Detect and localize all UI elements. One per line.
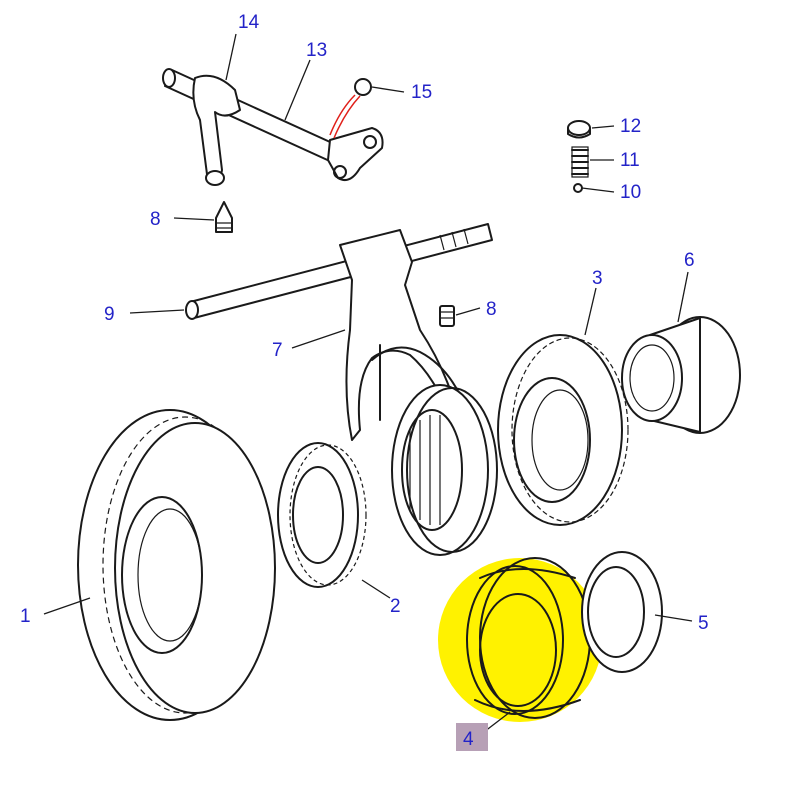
callout-14[interactable]: 14 [238,12,260,33]
selector-fork-assembly[interactable] [185,223,493,441]
gear-part-3[interactable] [497,334,629,526]
set-screw-lower[interactable] [439,305,455,327]
selected-label-highlight [456,723,488,751]
large-gear-part-1[interactable] [77,409,276,721]
highlighted-bearing-part-4[interactable] [438,557,602,722]
callout-3[interactable]: 3 [592,268,603,289]
leader-lines [43,33,693,736]
callout-7[interactable]: 7 [272,340,283,361]
seal-ring-part-5[interactable] [581,551,663,673]
shift-rod-assembly[interactable] [162,68,384,186]
bearing-race-part-6[interactable] [621,316,741,434]
callout-9[interactable]: 9 [104,304,115,325]
callout-8-upper[interactable]: 8 [150,209,161,230]
callout-10[interactable]: 10 [620,182,641,203]
callout-13[interactable]: 13 [306,40,327,61]
synchro-assembly-part-2[interactable] [277,384,498,588]
circlip-part-15[interactable] [354,78,372,96]
callout-1[interactable]: 1 [20,606,31,627]
set-screw-upper[interactable] [215,201,233,233]
callout-15[interactable]: 15 [411,82,432,103]
callout-6[interactable]: 6 [684,250,695,271]
callout-8-lower[interactable]: 8 [486,299,497,320]
callout-2[interactable]: 2 [390,596,401,617]
callout-5[interactable]: 5 [698,613,709,634]
callout-12[interactable]: 12 [620,116,641,137]
callout-11[interactable]: 11 [620,150,640,171]
detent-parts[interactable] [567,120,591,193]
callout-4[interactable]: 4 [463,729,474,750]
